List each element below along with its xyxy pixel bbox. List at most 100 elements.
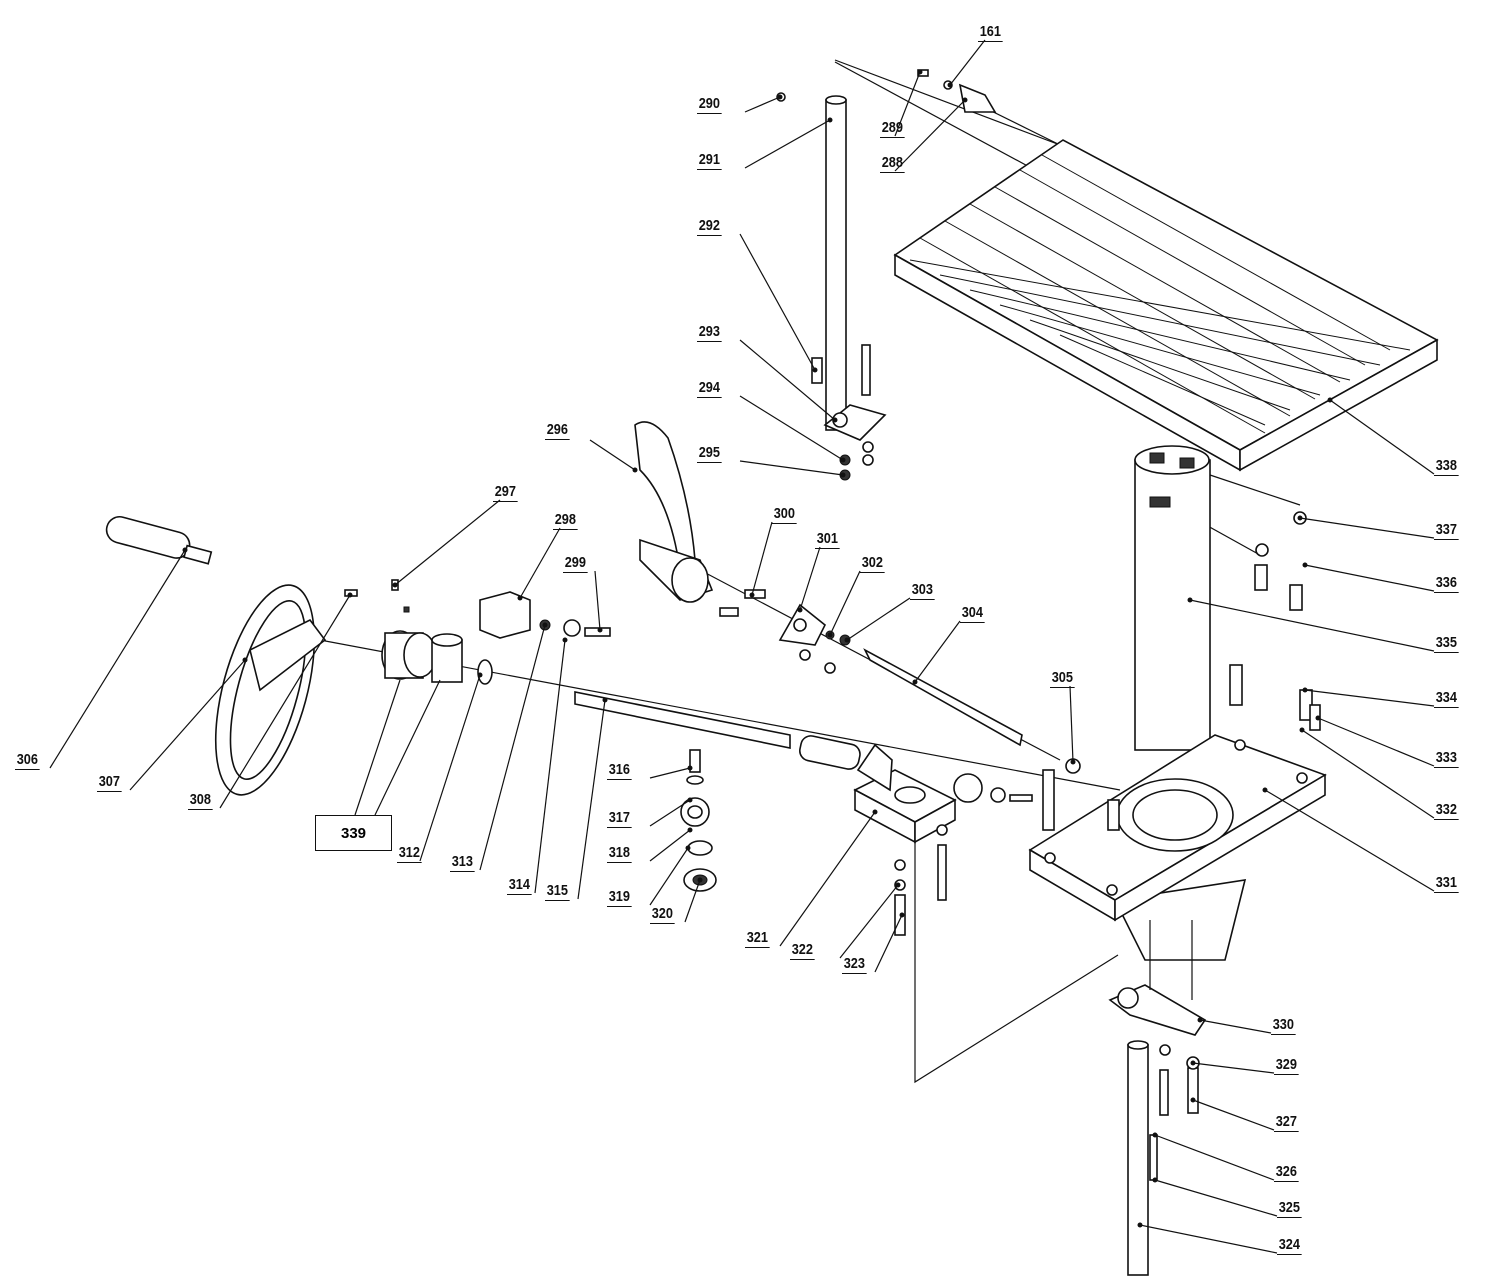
leader-dot-307	[242, 657, 248, 663]
part-label-288: 288	[880, 154, 905, 173]
leader-dot-332	[1299, 727, 1305, 733]
leader-line-337	[1299, 517, 1435, 539]
leader-dot-303	[844, 637, 850, 643]
leader-dot-318	[687, 827, 693, 833]
leader-dot-320	[697, 877, 703, 883]
part-label-330: 330	[1271, 1016, 1296, 1035]
leader-dot-329	[1190, 1060, 1196, 1066]
part-label-304: 304	[960, 604, 985, 623]
leader-dot-301	[797, 607, 803, 613]
block-298	[479, 591, 611, 639]
leader-dot-312	[477, 672, 483, 678]
part-label-324: 324	[1277, 1236, 1302, 1255]
base	[1028, 734, 1327, 961]
part-label-298: 298	[553, 511, 578, 530]
part-label-331: 331	[1434, 874, 1459, 893]
leader-line-325	[1154, 1179, 1278, 1217]
leader-line-303	[846, 597, 911, 641]
leader-dot-314	[562, 637, 568, 643]
part-label-299: 299	[563, 554, 588, 573]
leader-dot-294	[840, 457, 846, 463]
leader-line-304	[914, 620, 961, 683]
part-label-300: 300	[772, 505, 797, 524]
leader-line-319	[649, 847, 689, 906]
part-label-322: 322	[790, 941, 815, 960]
leader-dot-316	[687, 765, 693, 771]
leader-line-290	[744, 96, 781, 113]
leader-dot-322	[895, 882, 901, 888]
leader-line-314	[534, 639, 566, 894]
leader-line-313	[479, 624, 546, 871]
part-label-317: 317	[607, 809, 632, 828]
leader-line-294	[739, 395, 844, 461]
part-label-306: 306	[15, 751, 40, 770]
leader-line-323	[874, 914, 903, 973]
leader-dot-319	[685, 845, 691, 851]
part-label-335: 335	[1434, 634, 1459, 653]
leader-dot-290	[777, 94, 783, 100]
leader-dot-323	[899, 912, 905, 918]
collars	[381, 579, 493, 685]
leader-line-329	[1192, 1062, 1275, 1074]
leader-line-339	[374, 679, 441, 816]
leader-line-161	[949, 39, 986, 86]
leader-line-339	[354, 679, 401, 816]
leader-lines	[49, 39, 1435, 1254]
leader-line-307	[129, 659, 246, 791]
leader-line-333	[1317, 717, 1435, 767]
leader-dot-324	[1137, 1222, 1143, 1228]
leader-dot-333	[1315, 715, 1321, 721]
leader-line-338	[1329, 399, 1435, 475]
leader-dot-291	[827, 117, 833, 123]
leader-dot-330	[1197, 1017, 1203, 1023]
part-label-291: 291	[697, 151, 722, 170]
leader-dot-305	[1070, 759, 1076, 765]
leader-dot-289	[917, 69, 923, 75]
tilt-arm	[634, 421, 714, 603]
leader-line-327	[1192, 1099, 1275, 1131]
part-label-302: 302	[860, 554, 885, 573]
leader-dot-292	[812, 367, 818, 373]
upper-rod-assembly	[776, 69, 997, 481]
leader-line-317	[649, 799, 691, 827]
leader-line-318	[649, 829, 691, 862]
leader-line-291	[744, 119, 831, 169]
part-label-294: 294	[697, 379, 722, 398]
pivot-plate	[719, 589, 851, 674]
leader-line-295	[739, 460, 844, 476]
part-label-308: 308	[188, 791, 213, 810]
part-label-307: 307	[97, 773, 122, 792]
leader-dot-313	[542, 622, 548, 628]
part-label-327: 327	[1274, 1113, 1299, 1132]
leader-line-324	[1139, 1224, 1278, 1254]
part-label-323: 323	[842, 955, 867, 974]
leader-line-334	[1304, 689, 1435, 707]
leader-line-308	[219, 594, 351, 809]
leader-dot-327	[1190, 1097, 1196, 1103]
leader-dot-296	[632, 467, 638, 473]
part-label-group-box: 339	[315, 815, 392, 851]
part-label-318: 318	[607, 844, 632, 863]
leader-dot-161	[947, 82, 953, 88]
column	[1134, 445, 1211, 751]
leader-dot-335	[1187, 597, 1193, 603]
part-label-161: 161	[978, 23, 1003, 42]
part-label-333: 333	[1434, 749, 1459, 768]
leader-line-306	[49, 549, 186, 769]
lower-rod-assembly	[1108, 920, 1207, 1276]
leader-line-299	[594, 570, 601, 631]
leader-dot-334	[1302, 687, 1308, 693]
part-label-319: 319	[607, 888, 632, 907]
bearing-stack	[680, 749, 717, 892]
leader-dot-299	[597, 627, 603, 633]
leader-dot-336	[1302, 562, 1308, 568]
leader-line-301	[799, 546, 821, 611]
main-shaft	[574, 691, 791, 749]
handwheel	[214, 584, 358, 796]
leader-dot-288	[962, 97, 968, 103]
leader-dot-306	[182, 547, 188, 553]
part-label-332: 332	[1434, 801, 1459, 820]
leader-dot-317	[687, 797, 693, 803]
leader-dot-326	[1152, 1132, 1158, 1138]
leader-line-296	[589, 439, 636, 471]
